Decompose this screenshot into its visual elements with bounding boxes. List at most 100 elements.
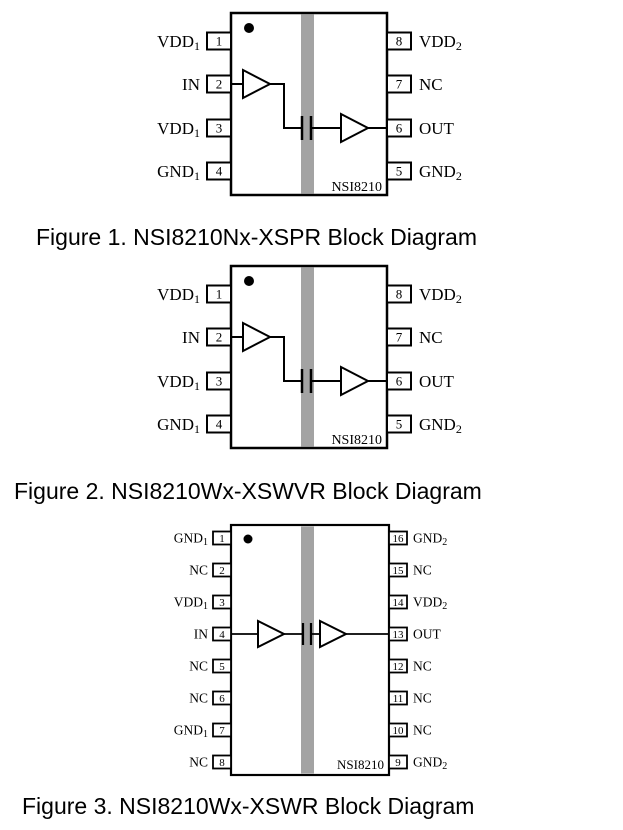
output-buffer-icon	[340, 365, 371, 397]
pin-number: 2	[219, 565, 225, 577]
signal-wire	[231, 336, 387, 382]
pin-row-left-1: 1 VDD1	[157, 284, 232, 306]
pin-label: GND2	[413, 531, 447, 549]
pin-row-right-8: 8 VDD2	[386, 284, 462, 306]
pin-row-right-11: 11 NC	[388, 690, 432, 706]
isolation-barrier	[301, 14, 314, 194]
pin-row-left-1: 1 GND1	[174, 530, 232, 549]
pin-label: NC	[413, 563, 432, 578]
pin-row-left-4: 4 IN	[194, 627, 232, 642]
pin-number: 3	[216, 121, 223, 136]
pin-label: GND1	[174, 531, 208, 549]
pin-row-right-13: 13 OUT	[388, 627, 441, 642]
input-buffer-icon	[257, 619, 287, 649]
pin-label: VDD1	[157, 285, 200, 306]
pin-row-right-5: 5 GND2	[386, 161, 462, 183]
pin-row-right-7: 7 NC	[386, 327, 443, 347]
input-buffer-icon	[242, 321, 273, 353]
chip-label: NSI8210	[337, 757, 384, 772]
isolation-capacitor-icon	[300, 116, 313, 140]
pin-box	[388, 562, 408, 578]
signal-path	[231, 321, 387, 397]
pin-label: OUT	[413, 627, 441, 642]
pin-number: 2	[216, 330, 223, 345]
pin-row-left-8: 8 NC	[189, 754, 232, 770]
pin-row-left-4: 4 GND1	[157, 161, 232, 183]
output-buffer-icon	[340, 112, 371, 144]
pin-number: 5	[396, 417, 403, 432]
pin-row-right-14: 14 VDD2	[388, 594, 447, 612]
figure2-caption: Figure 2. NSI8210Wx-XSWVR Block Diagram	[14, 478, 482, 504]
pin-row-right-6: 6 OUT	[386, 118, 455, 138]
pin-box	[388, 530, 408, 546]
input-buffer-icon	[242, 68, 273, 100]
pin-label: GND1	[174, 723, 208, 741]
pin-row-right-7: 7 NC	[386, 74, 443, 94]
pin-row-right-10: 10 NC	[388, 723, 432, 738]
pin-box	[206, 371, 232, 391]
pin-label: OUT	[419, 372, 455, 391]
pin-number: 3	[219, 597, 225, 609]
pin-row-left-6: 6 NC	[189, 690, 232, 706]
pin-label: NC	[189, 659, 208, 674]
pin-number: 4	[219, 629, 225, 641]
pin-number: 15	[393, 565, 405, 577]
pin-label: VDD1	[174, 595, 208, 613]
pin-number: 10	[393, 725, 405, 737]
pin-label: IN	[194, 627, 208, 642]
pin-box	[388, 594, 408, 610]
pin-number: 1	[216, 34, 223, 49]
pin-box	[386, 31, 412, 51]
pin-box	[388, 690, 408, 706]
isolation-barrier	[301, 267, 314, 447]
pin-label: OUT	[419, 119, 455, 138]
isolation-barrier	[301, 526, 314, 774]
pin-box	[206, 118, 232, 138]
pin-number: 2	[216, 77, 223, 92]
figure1-caption: Figure 1. NSI8210Nx-XSPR Block Diagram	[36, 224, 477, 250]
pin-box	[212, 562, 232, 578]
pin-label: VDD2	[419, 285, 462, 306]
pin-number: 8	[219, 757, 225, 769]
pin-label: NC	[413, 723, 432, 738]
pin-label: GND2	[419, 162, 462, 183]
pin-number: 11	[393, 693, 404, 705]
isolation-capacitor-icon	[301, 623, 313, 645]
pin-row-left-3: 3 VDD1	[157, 118, 232, 140]
pin-box	[212, 658, 232, 674]
pin-row-left-3: 3 VDD1	[157, 371, 232, 393]
pin-label: GND1	[157, 162, 200, 183]
pin-label: VDD1	[157, 119, 200, 140]
pin-number: 6	[219, 693, 225, 705]
pin-box	[206, 31, 232, 51]
chip-label: NSI8210	[331, 433, 382, 448]
pin-row-right-12: 12 NC	[388, 659, 432, 674]
pin-box	[212, 722, 232, 738]
pin-label: NC	[419, 75, 443, 94]
pin-row-left-2: 2 NC	[189, 562, 232, 578]
pin-label: NC	[413, 659, 432, 674]
pin-label: NC	[419, 328, 443, 347]
pin-number: 13	[393, 629, 405, 641]
pin-row-right-5: 5 GND2	[386, 414, 462, 436]
pin-row-right-15: 15 NC	[388, 562, 432, 578]
pin-label: IN	[182, 328, 200, 347]
pin-number: 14	[393, 597, 405, 609]
pin-box	[212, 754, 232, 770]
pin-number: 7	[219, 725, 225, 737]
pin-box	[386, 414, 412, 434]
pin-label: NC	[189, 563, 208, 578]
pin-number: 4	[216, 164, 223, 179]
output-buffer-icon	[319, 619, 349, 649]
figure3-diagram: 1 GND1 2 NC 3 VDD1 4 IN 5 NC 6 NC	[174, 523, 447, 777]
pin-row-left-4: 4 GND1	[157, 414, 232, 436]
pin-number: 12	[393, 661, 404, 673]
pin-row-right-6: 6 OUT	[386, 371, 455, 391]
pin-row-right-8: 8 VDD2	[386, 31, 462, 53]
pin-row-left-7: 7 GND1	[174, 722, 232, 741]
pin-label: VDD2	[419, 32, 462, 53]
pin-box	[212, 690, 232, 706]
pin1-marker-dot	[244, 23, 254, 33]
pin-box	[212, 530, 232, 546]
